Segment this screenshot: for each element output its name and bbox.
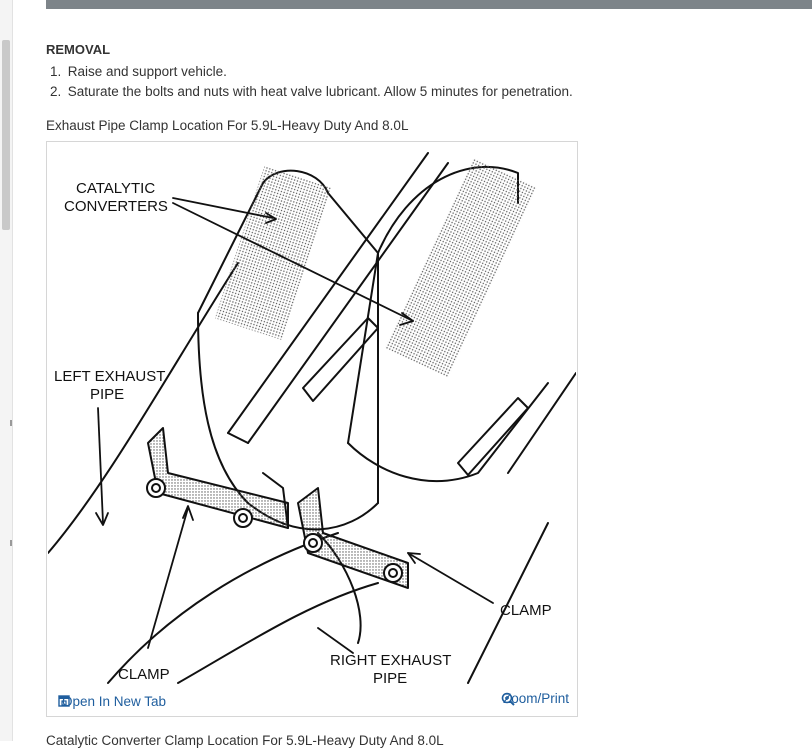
section-title: REMOVAL [46,42,111,57]
label-right-pipe: PIPE [373,670,407,685]
label-right-exhaust: RIGHT EXHAUST [330,652,451,669]
label-left-exhaust: LEFT EXHAUST [54,368,165,385]
step-number: 2. [50,84,62,99]
exhaust-clamp-figure: CATALYTIC CONVERTERS LEFT EXHAUST PIPE C… [46,141,578,717]
figure-footer: Open In New Tab Zoom/Print [47,686,577,716]
list-item: 2. Saturate the bolts and nuts with heat… [50,82,786,102]
step-text: Raise and support vehicle. [67,64,227,79]
step-number: 1. [50,64,62,79]
scrollbar-tick [10,420,12,426]
open-in-new-tab-label: Open In New Tab [62,694,167,709]
label-catalytic: CATALYTIC [76,180,155,197]
left-scrollbar[interactable] [0,0,13,741]
diagram-labels: CATALYTIC CONVERTERS LEFT EXHAUST PIPE C… [54,180,552,685]
label-left-pipe: PIPE [90,386,124,403]
label-converters: CONVERTERS [64,198,168,215]
exhaust-diagram: CATALYTIC CONVERTERS LEFT EXHAUST PIPE C… [48,152,576,685]
list-item: 1. Raise and support vehicle. [50,62,786,82]
steps-list: 1. Raise and support vehicle. 2. Saturat… [46,62,786,102]
label-clamp-left: CLAMP [118,666,170,683]
scrollbar-thumb[interactable] [2,40,10,230]
step-text: Saturate the bolts and nuts with heat va… [67,84,573,99]
figure-caption: Exhaust Pipe Clamp Location For 5.9L-Hea… [46,118,409,133]
procedure-content: REMOVAL 1. Raise and support vehicle. 2.… [46,42,786,133]
label-clamp-right: CLAMP [500,602,552,619]
zoom-print-label: Zoom/Print [502,691,569,706]
zoom-print-link[interactable]: Zoom/Print [500,691,569,706]
scrollbar-tick [10,540,12,546]
section-header-bar [46,0,812,9]
open-in-new-tab-link[interactable]: Open In New Tab [57,694,166,709]
